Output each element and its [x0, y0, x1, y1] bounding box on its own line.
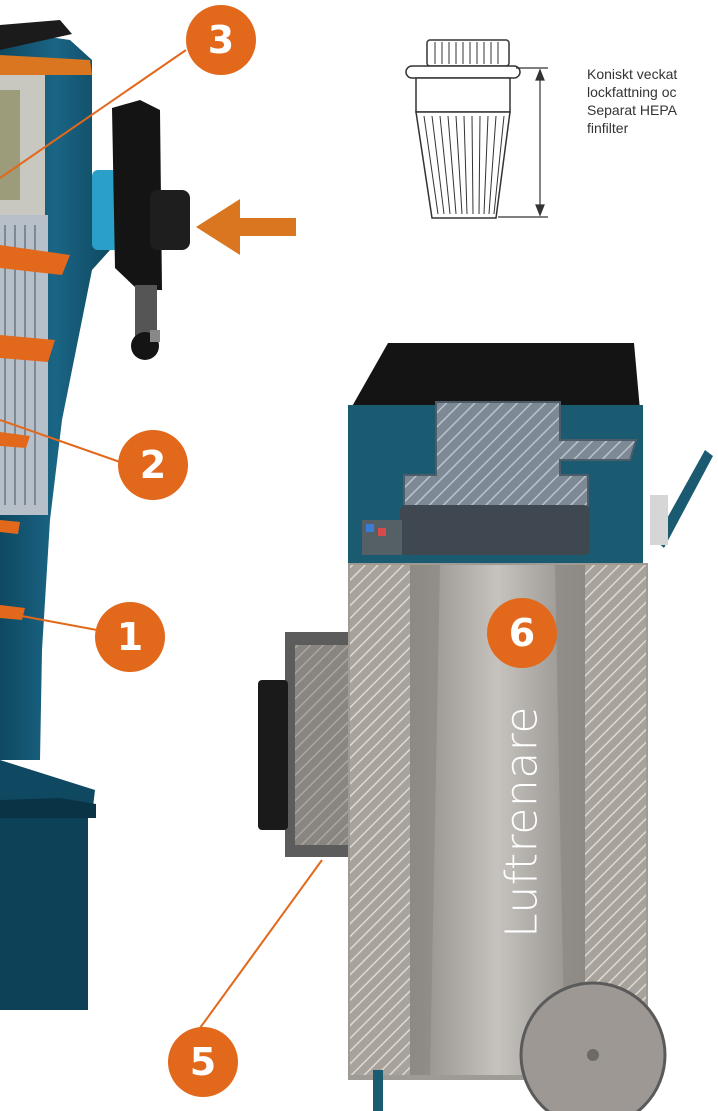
airflow-arrow	[196, 199, 296, 255]
filter-description-line: lockfattning oc	[587, 84, 677, 100]
dimension-line	[498, 67, 548, 218]
filter-description-line: finfilter	[587, 120, 629, 136]
callout-3: 3	[186, 5, 256, 75]
purifier-label: Luftrenare	[496, 706, 548, 938]
cyclone-separator	[0, 20, 110, 1010]
leader-lines	[0, 49, 323, 1029]
inlet-assembly	[92, 100, 190, 360]
conical-filter-drawing	[405, 39, 521, 219]
callout-2: 2	[118, 430, 188, 500]
filter-description: Koniskt veckat lockfattning oc Separat H…	[587, 65, 718, 137]
callout-5: 5	[168, 1027, 238, 1097]
filter-description-line: Koniskt veckat	[587, 66, 678, 82]
filter-description-line: Separat HEPA	[587, 102, 678, 118]
callout-6: 6	[487, 598, 557, 668]
callout-1: 1	[95, 602, 165, 672]
air-purifier	[258, 343, 713, 1111]
